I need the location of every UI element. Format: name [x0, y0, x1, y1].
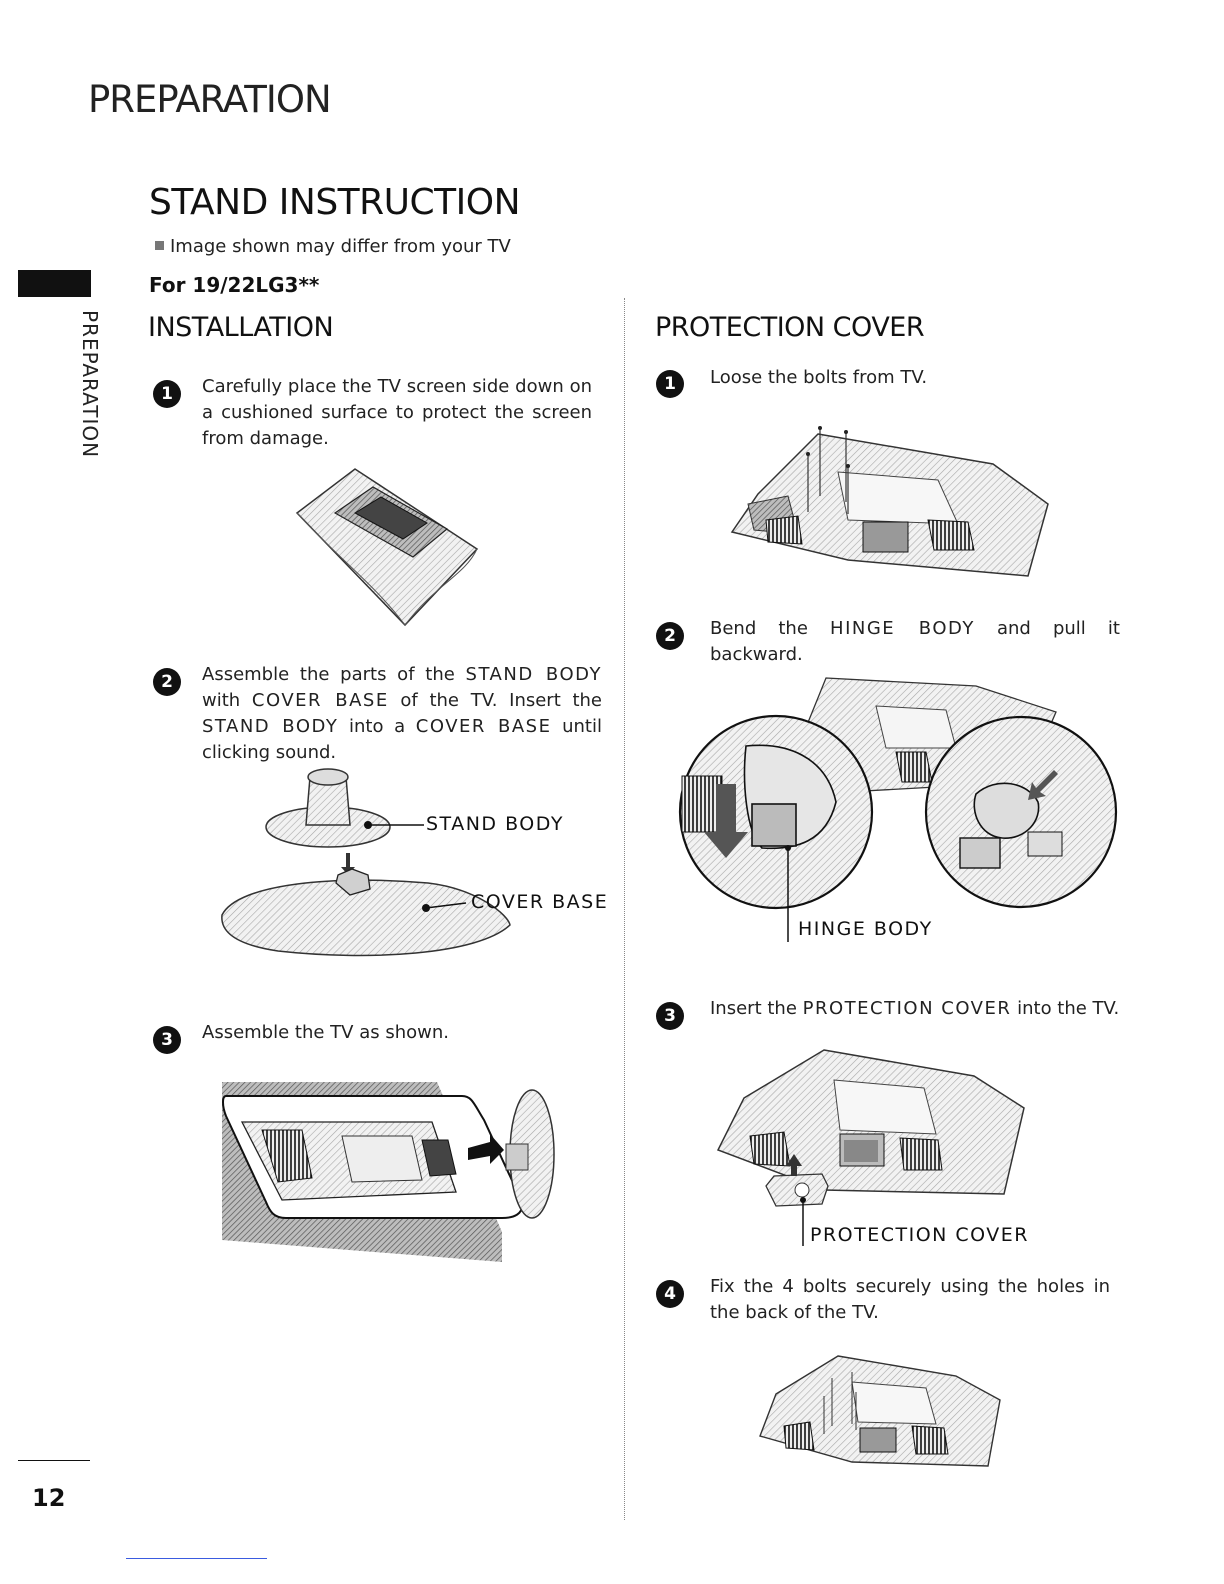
protect-step-2-text-part: Bend the: [710, 618, 831, 639]
install-step-2-text-part: until clicking sound.: [202, 716, 602, 763]
install-step-3-badge: 3: [153, 1026, 181, 1054]
protect-step-2-text: Bend the HINGE BODY and pull it backward…: [710, 616, 1120, 668]
protect-step-3-text-part: Insert the: [710, 998, 803, 1019]
side-tab-label: PREPARATION: [78, 310, 102, 459]
install-step-3-text: Assemble the TV as shown.: [202, 1022, 449, 1043]
page-number-rule: [18, 1460, 90, 1461]
tv-back-bolts-illustration: [730, 426, 1049, 577]
install-step-2-keyword: STAND BODY: [202, 716, 339, 737]
install-step-1-badge: 1: [153, 380, 181, 408]
installation-heading: INSTALLATION: [148, 312, 334, 343]
protect-step-2-text-part: and pull it backward.: [710, 618, 1120, 665]
protect-step-1-text: Loose the bolts from TV.: [710, 367, 928, 388]
install-step-2-text-part: with: [202, 690, 252, 711]
section-header: PREPARATION: [88, 78, 332, 121]
protect-step-3-badge: 3: [656, 1002, 684, 1030]
hinge-body-callout: HINGE BODY: [798, 918, 933, 940]
side-tab-marker: [18, 270, 91, 297]
bullet-icon: [155, 241, 164, 250]
page-number: 12: [32, 1484, 66, 1512]
protect-step-1-badge: 1: [656, 370, 684, 398]
install-step-2-text: Assemble the parts of the STAND BODY wit…: [202, 662, 602, 766]
tv-assembly-illustration: [222, 1082, 555, 1262]
install-step-2-keyword: COVER BASE: [251, 690, 389, 711]
tv-on-cushion-illustration: [295, 468, 479, 627]
protect-step-4-text: Fix the 4 bolts securely using the holes…: [710, 1276, 1110, 1323]
install-step-2-keyword: COVER BASE: [415, 716, 552, 737]
protect-step-3-text: Insert the PROTECTION COVER into the TV.: [710, 996, 1130, 1022]
stand-body-callout: STAND BODY: [426, 813, 564, 835]
install-step-2-text-part: of the TV. Insert the: [388, 690, 603, 711]
install-step-2-badge: 2: [153, 668, 181, 696]
protect-step-3-keyword: PROTECTION COVER: [802, 998, 1012, 1019]
image-note-text: Image shown may differ from your TV: [170, 236, 511, 257]
protect-step-3-text-part: into the TV.: [1011, 998, 1120, 1019]
column-divider: [624, 298, 625, 1520]
hinge-body-illustration: [678, 677, 1118, 942]
protection-cover-heading: PROTECTION COVER: [655, 312, 925, 343]
tv-back-fix-bolts-illustration: [759, 1355, 1001, 1467]
protection-cover-insert-illustration: [716, 1049, 1025, 1246]
protect-step-2-keyword: HINGE BODY: [830, 618, 975, 639]
page-title: STAND INSTRUCTION: [149, 182, 521, 223]
image-note: Image shown may differ from your TV: [155, 236, 511, 257]
protection-cover-callout: PROTECTION COVER: [810, 1224, 1030, 1246]
install-step-2-text-part: Assemble the parts of the: [202, 664, 466, 685]
bottom-link-underline: [126, 1558, 267, 1559]
install-step-2-text-part: into a: [338, 716, 416, 737]
protect-step-2-badge: 2: [656, 622, 684, 650]
install-step-1-text: Carefully place the TV screen side down …: [202, 376, 592, 449]
protect-step-4-badge: 4: [656, 1280, 684, 1308]
model-note: For 19/22LG3**: [149, 273, 320, 297]
install-step-2-keyword: STAND BODY: [465, 664, 602, 685]
cover-base-callout: COVER BASE: [471, 891, 609, 913]
stand-assembly-illustration: [221, 768, 511, 957]
